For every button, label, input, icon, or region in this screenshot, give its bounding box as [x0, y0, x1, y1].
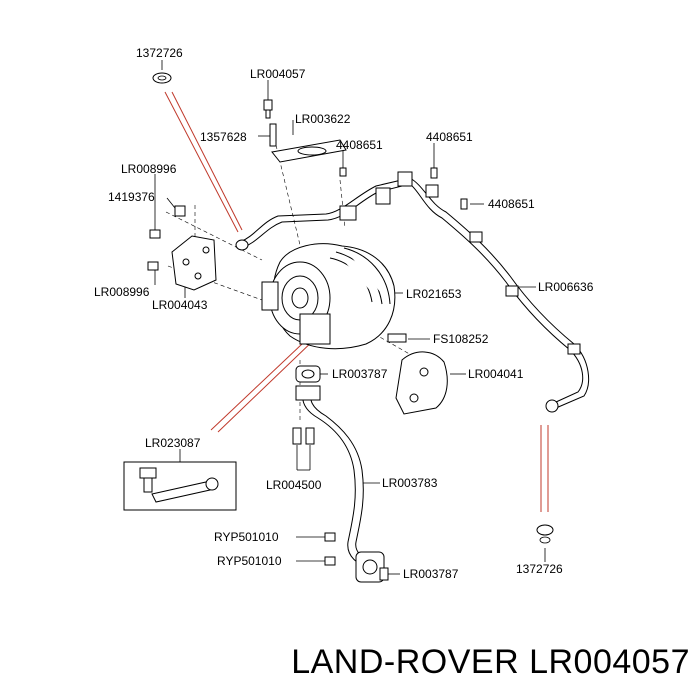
sensor-lr004057	[263, 99, 273, 119]
oil-return-pipe	[295, 385, 373, 569]
label-lr003787-bottom: LR003787	[403, 567, 459, 581]
label-lr004057: LR004057	[250, 67, 306, 81]
label-1372726-top: 1372726	[136, 46, 183, 60]
gasket-top	[152, 72, 172, 84]
label-1372726-bottom: 1372726	[516, 562, 563, 576]
bottom-flange	[355, 551, 389, 583]
label-ryp501010-b: RYP501010	[217, 554, 282, 568]
gasket-lr003787-top	[295, 365, 321, 383]
label-lr023087: LR023087	[145, 436, 201, 450]
bolts-lr004500	[292, 427, 315, 445]
label-lr003787-top: LR003787	[332, 367, 388, 381]
bolts-lr008996	[147, 205, 186, 271]
label-4408651-a: 4408651	[336, 138, 383, 152]
inset-lr023087	[123, 461, 237, 511]
label-ryp501010-a: RYP501010	[214, 530, 279, 544]
label-lr003783: LR003783	[382, 476, 438, 490]
bracket-lr004041	[395, 351, 448, 415]
label-lr004043: LR004043	[152, 298, 208, 312]
gasket-bottom	[536, 524, 554, 544]
footer-part-number: LAND-ROVER LR004057	[291, 643, 690, 681]
label-lr008996-bottom: LR008996	[94, 285, 150, 299]
label-lr003622: LR003622	[295, 112, 351, 126]
gasket-plate	[271, 139, 347, 163]
label-lr021653: LR021653	[406, 287, 462, 301]
label-fs108252: FS108252	[433, 332, 489, 346]
label-1357628: 1357628	[200, 130, 247, 144]
label-lr004500: LR004500	[266, 478, 322, 492]
label-4408651-b: 4408651	[426, 130, 473, 144]
label-lr006636: LR006636	[538, 280, 594, 294]
label-lr008996-top: LR008996	[121, 162, 177, 176]
label-4408651-c: 4408651	[488, 197, 535, 211]
label-1419376: 1419376	[108, 190, 155, 204]
bolts-ryp501010	[324, 532, 336, 566]
oil-feed-pipe	[235, 171, 590, 413]
turbocharger	[261, 243, 396, 350]
bolts-4408651	[339, 167, 468, 210]
bolt-fs108252	[387, 333, 407, 343]
bracket-lr004043	[171, 235, 217, 291]
stud-1357628	[269, 123, 277, 147]
label-lr004041: LR004041	[468, 367, 524, 381]
leader-lines	[154, 60, 546, 575]
